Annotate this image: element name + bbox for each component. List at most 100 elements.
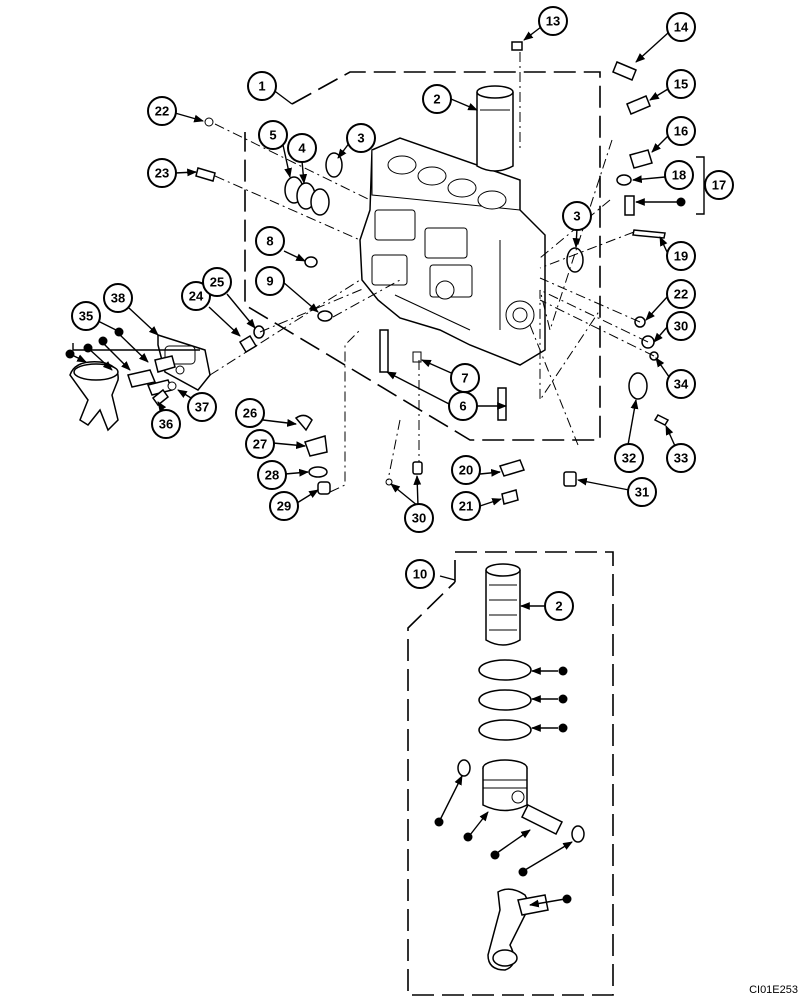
callout-22: 22 — [147, 96, 177, 126]
callout-32: 32 — [614, 443, 644, 473]
svg-text:19: 19 — [674, 249, 688, 264]
callout-30: 30 — [404, 503, 434, 533]
svg-text:7: 7 — [461, 371, 468, 386]
svg-text:17: 17 — [712, 178, 726, 193]
callout-2: 2 — [544, 591, 574, 621]
callout-17: 17 — [704, 170, 734, 200]
svg-text:36: 36 — [159, 417, 173, 432]
cylinder-liner-lower — [485, 563, 521, 646]
svg-text:2: 2 — [555, 599, 562, 614]
svg-text:15: 15 — [674, 77, 688, 92]
callout-24: 24 — [181, 281, 211, 311]
callout-18: 18 — [664, 160, 694, 190]
callout-5: 5 — [258, 120, 288, 150]
svg-text:34: 34 — [674, 377, 689, 392]
svg-text:2: 2 — [433, 92, 440, 107]
callout-14: 14 — [666, 12, 696, 42]
svg-text:25: 25 — [210, 275, 224, 290]
svg-text:4: 4 — [298, 141, 306, 156]
svg-text:37: 37 — [195, 400, 209, 415]
callout-15: 15 — [666, 69, 696, 99]
callout-31: 31 — [627, 477, 657, 507]
bullet — [562, 894, 572, 904]
callout-29: 29 — [269, 491, 299, 521]
bullet — [558, 723, 568, 733]
svg-text:3: 3 — [573, 209, 580, 224]
cylinder-liner-upper — [476, 85, 514, 172]
svg-text:1: 1 — [258, 79, 265, 94]
svg-text:29: 29 — [277, 499, 291, 514]
callout-3: 3 — [346, 123, 376, 153]
callout-33: 33 — [666, 443, 696, 473]
svg-text:35: 35 — [79, 309, 93, 324]
callout-25: 25 — [202, 267, 232, 297]
svg-text:31: 31 — [635, 485, 649, 500]
callout-30: 30 — [666, 311, 696, 341]
svg-text:20: 20 — [459, 463, 473, 478]
group-outline-engine-block — [244, 71, 601, 441]
svg-text:16: 16 — [674, 124, 688, 139]
svg-text:21: 21 — [459, 499, 473, 514]
callout-34: 34 — [666, 369, 696, 399]
svg-text:28: 28 — [265, 468, 279, 483]
water-housing — [69, 333, 211, 432]
svg-text:22: 22 — [155, 104, 169, 119]
bullet — [558, 666, 568, 676]
svg-text:22: 22 — [674, 287, 688, 302]
svg-text:26: 26 — [243, 406, 257, 421]
callout-9: 9 — [255, 266, 285, 296]
callout-21: 21 — [451, 491, 481, 521]
bullet — [65, 349, 75, 359]
group-outline-piston-assembly — [407, 551, 614, 996]
svg-text:32: 32 — [622, 451, 636, 466]
callout-37: 37 — [187, 392, 217, 422]
callout-19: 19 — [666, 241, 696, 271]
piston-rings — [478, 659, 532, 741]
bullet — [518, 867, 528, 877]
svg-text:10: 10 — [413, 567, 427, 582]
svg-text:24: 24 — [189, 289, 204, 304]
svg-text:8: 8 — [266, 234, 273, 249]
callout-22: 22 — [666, 279, 696, 309]
svg-text:33: 33 — [674, 451, 688, 466]
svg-text:13: 13 — [546, 14, 560, 29]
svg-text:23: 23 — [155, 166, 169, 181]
callout-8: 8 — [255, 226, 285, 256]
callout-4: 4 — [287, 133, 317, 163]
callout-16: 16 — [666, 116, 696, 146]
bullet-markers — [65, 197, 686, 904]
small-parts — [151, 41, 670, 505]
callout-23: 23 — [147, 158, 177, 188]
callout-13: 13 — [538, 6, 568, 36]
callout-38: 38 — [103, 283, 133, 313]
bullet — [463, 832, 473, 842]
callouts: 1 2 3 3 4 5 6 7 8 9 10 2 13 14 15 16 17 … — [71, 6, 734, 621]
svg-text:9: 9 — [266, 274, 273, 289]
svg-text:5: 5 — [269, 128, 276, 143]
callout-2: 2 — [422, 84, 452, 114]
engine-block — [359, 137, 546, 366]
svg-text:6: 6 — [459, 399, 466, 414]
svg-text:30: 30 — [412, 511, 426, 526]
callout-7: 7 — [450, 363, 480, 393]
bullet — [98, 336, 108, 346]
bullet — [676, 197, 686, 207]
svg-text:18: 18 — [672, 168, 686, 183]
callout-26: 26 — [235, 398, 265, 428]
callout-1: 1 — [247, 71, 277, 101]
leader-lines — [69, 26, 705, 908]
svg-text:14: 14 — [674, 20, 689, 35]
bullet — [83, 343, 93, 353]
callout-35: 35 — [71, 301, 101, 331]
drawing-code: CI01E253 — [749, 984, 798, 996]
callout-36: 36 — [151, 409, 181, 439]
callout-6: 6 — [448, 391, 478, 421]
bullet — [434, 817, 444, 827]
piston — [457, 759, 585, 843]
svg-text:30: 30 — [674, 319, 688, 334]
svg-text:27: 27 — [253, 437, 267, 452]
callout-28: 28 — [257, 460, 287, 490]
bullet — [114, 327, 124, 337]
connecting-rod — [487, 888, 549, 971]
